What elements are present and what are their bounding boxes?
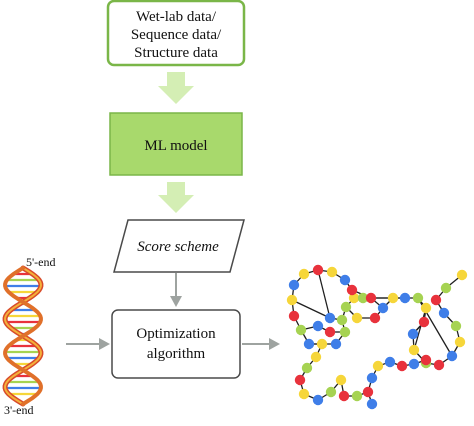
optimization-box-frame	[111, 309, 241, 379]
score-scheme-frame	[113, 219, 245, 273]
dna-3-end-label: 3'-end	[4, 403, 33, 417]
score-scheme-label: Score scheme	[137, 239, 219, 255]
rna-nucleotide	[412, 292, 424, 304]
rna-nucleotide	[339, 326, 351, 338]
data-source-box: Wet-lab data/ Sequence data/ Structure d…	[106, 0, 246, 67]
rna-nucleotide	[340, 301, 352, 313]
rna-nucleotide	[336, 314, 348, 326]
rna-nucleotide	[372, 360, 384, 372]
arrow-optim-to-rna-head	[269, 338, 280, 350]
rna-nucleotide	[295, 324, 307, 336]
dna-5-end-label: 5'-end	[26, 255, 55, 269]
rna-nucleotide	[433, 359, 445, 371]
optimization-line-2: algorithm	[147, 346, 206, 362]
rna-nucleotide	[420, 302, 432, 314]
rna-nucleotide	[456, 269, 468, 281]
ml-model-box: ML model	[109, 112, 243, 176]
rna-nucleotide	[338, 390, 350, 402]
rna-nucleotide	[362, 386, 374, 398]
data-source-box-frame	[106, 0, 246, 67]
rna-nucleotide	[324, 326, 336, 338]
rna-nucleotide	[325, 386, 337, 398]
arrow-dna-to-optim-head	[99, 338, 110, 350]
rna-nucleotide	[312, 320, 324, 332]
rna-nucleotide	[357, 292, 369, 304]
rna-nucleotide	[377, 302, 389, 314]
rna-nucleotide	[288, 279, 300, 291]
rna-nucleotide	[312, 394, 324, 406]
rna-nucleotide	[387, 292, 399, 304]
rna-bond	[413, 307, 427, 351]
rna-nucleotide	[408, 344, 420, 356]
rna-nucleotide	[446, 350, 458, 362]
rna-nucleotide	[288, 310, 300, 322]
rna-nucleotide	[294, 374, 306, 386]
down-arrow-data-to-ml	[158, 72, 194, 104]
rna-nucleotide	[440, 282, 452, 294]
data-source-line-3: Structure data	[134, 45, 218, 61]
rna-nucleotide	[408, 358, 420, 370]
rna-nucleotide	[335, 374, 347, 386]
rna-nucleotide	[348, 292, 360, 304]
rna-nucleotide	[366, 372, 378, 384]
rna-nucleotide	[454, 336, 466, 348]
rna-nucleotide	[312, 264, 324, 276]
rna-nucleotide	[366, 398, 378, 410]
arrow-score-to-optim-head	[170, 296, 182, 307]
rna-nucleotide	[450, 320, 462, 332]
rna-nucleotide	[418, 316, 430, 328]
rna-nucleotide	[286, 294, 298, 306]
rna-nucleotide	[351, 312, 363, 324]
rna-nucleotide	[430, 294, 442, 306]
dna-helix-graphic	[2, 265, 44, 407]
dna-strand-b	[3, 266, 43, 406]
rna-nucleotide	[384, 356, 396, 368]
rna-nucleotide	[438, 307, 450, 319]
rna-nucleotide	[369, 312, 381, 324]
ml-model-box-frame	[109, 112, 243, 176]
optimization-line-1: Optimization	[136, 326, 216, 342]
rna-nucleotide	[339, 274, 351, 286]
rna-nucleotide	[346, 284, 358, 296]
score-scheme-box: Score scheme	[113, 219, 245, 273]
rna-nucleotide	[298, 388, 310, 400]
data-source-line-2: Sequence data/	[131, 27, 222, 43]
rna-nucleotide	[420, 354, 432, 366]
optimization-box: Optimization algorithm	[111, 309, 241, 379]
rna-structure-graphic	[286, 264, 468, 410]
rna-nucleotide	[324, 312, 336, 324]
rna-nucleotide	[365, 292, 377, 304]
rna-nucleotide	[298, 268, 310, 280]
rna-nucleotide	[303, 338, 315, 350]
down-arrow-ml-to-score	[158, 182, 194, 213]
rna-nucleotide	[301, 362, 313, 374]
rna-nucleotide	[396, 360, 408, 372]
data-source-line-1: Wet-lab data/	[136, 9, 217, 25]
rna-nucleotide	[407, 328, 419, 340]
rna-nucleotide	[326, 266, 338, 278]
rna-bond	[291, 299, 331, 319]
rna-nucleotide	[316, 338, 328, 350]
rna-nucleotide	[399, 292, 411, 304]
rna-nucleotide	[330, 338, 342, 350]
ml-model-label: ML model	[144, 138, 207, 154]
rna-bond	[317, 269, 331, 319]
rna-nucleotide	[310, 351, 322, 363]
rna-nucleotide	[351, 390, 363, 402]
